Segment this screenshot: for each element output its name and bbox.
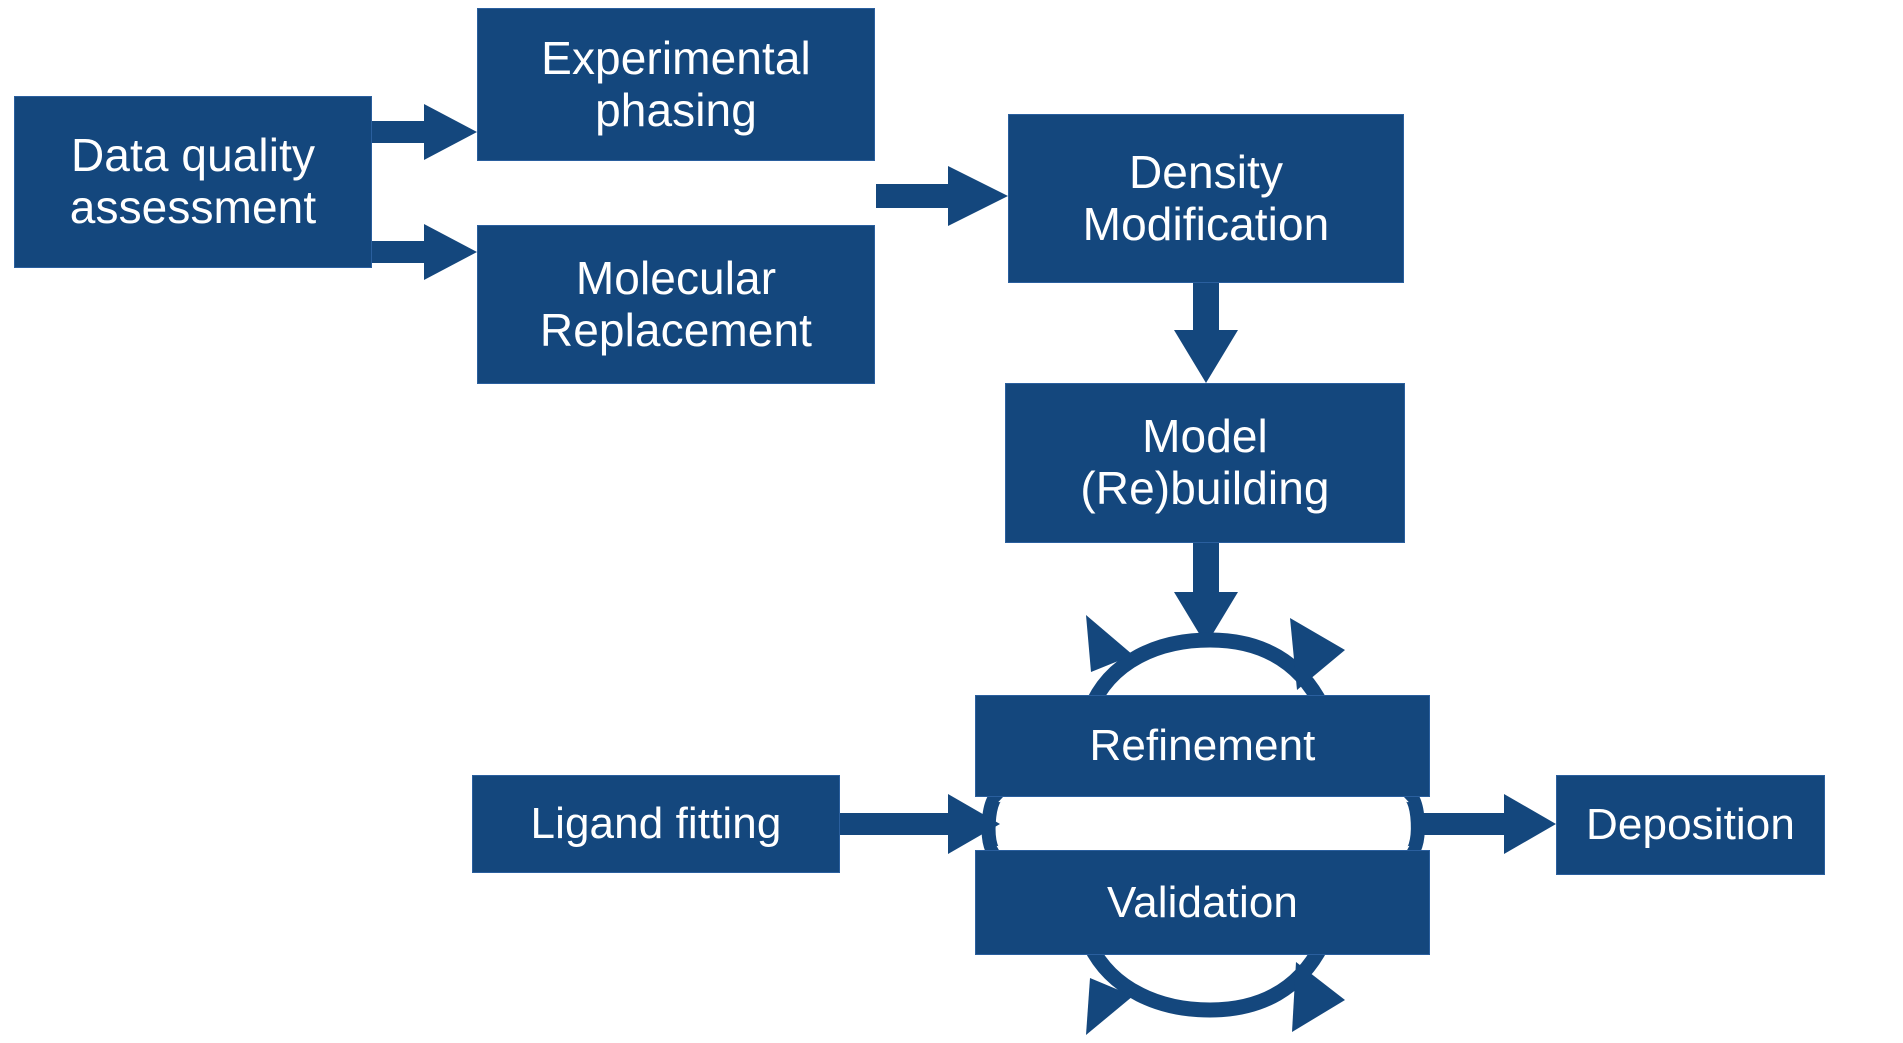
arrow-validation-to-deposition	[1418, 794, 1556, 854]
arrow-ligand-fitting-to-refinement	[840, 794, 1000, 854]
node-data-quality-assessment[interactable]: Data quality assessment	[14, 96, 372, 268]
node-refinement[interactable]: Refinement	[975, 695, 1430, 797]
node-ligand-fitting[interactable]: Ligand fitting	[472, 775, 840, 873]
arrow-density-modification-to-model-rebuilding	[1174, 283, 1238, 383]
arrow-data-quality-to-molecular-replacement	[372, 224, 477, 280]
cycle-refinement-validation	[981, 615, 1425, 1035]
node-validation[interactable]: Validation	[975, 850, 1430, 955]
arrow-phasing-to-density-modification	[876, 166, 1008, 226]
node-label-validation: Validation	[1107, 877, 1298, 927]
node-experimental-phasing[interactable]: Experimental phasing	[477, 8, 875, 161]
node-label-deposition: Deposition	[1586, 800, 1795, 850]
node-deposition[interactable]: Deposition	[1556, 775, 1825, 875]
node-label-density-modification: Density Modification	[1082, 145, 1330, 250]
node-label-model-rebuilding: Model (Re)building	[1080, 410, 1330, 514]
arrow-data-quality-to-experimental-phasing	[372, 104, 477, 160]
node-label-experimental-phasing: Experimental phasing	[541, 31, 811, 136]
node-label-refinement: Refinement	[1089, 721, 1316, 771]
node-label-data-quality-assessment: Data quality assessment	[69, 129, 317, 233]
node-label-molecular-replacement: Molecular Replacement	[539, 251, 813, 356]
node-molecular-replacement[interactable]: Molecular Replacement	[477, 225, 875, 384]
node-model-rebuilding[interactable]: Model (Re)building	[1005, 383, 1405, 543]
node-label-ligand-fitting: Ligand fitting	[530, 799, 782, 849]
arrow-model-rebuilding-to-refinement	[1174, 543, 1238, 645]
node-density-modification[interactable]: Density Modification	[1008, 114, 1404, 283]
